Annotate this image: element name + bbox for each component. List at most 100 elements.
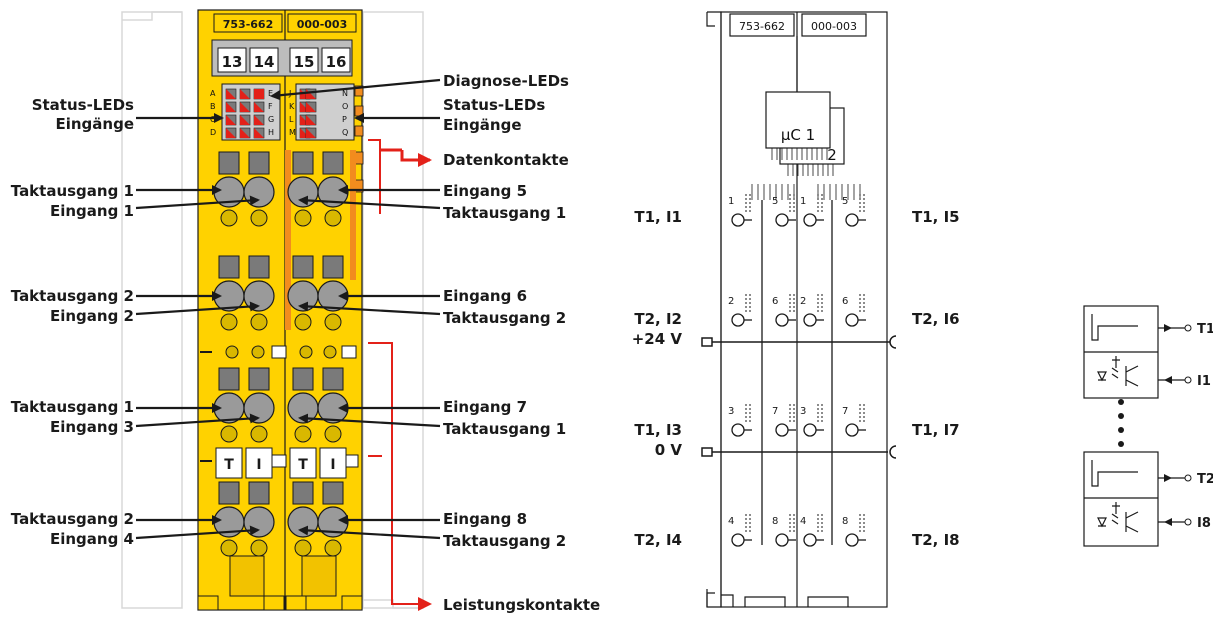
schematic-header-right: 000-003 bbox=[811, 20, 857, 33]
mcu-2-label: 2 bbox=[827, 146, 837, 164]
svg-text:I8: I8 bbox=[1197, 516, 1211, 531]
pin-number: 4 bbox=[800, 516, 806, 527]
pin-number: 7 bbox=[772, 406, 778, 417]
power-jumper-row bbox=[200, 345, 357, 359]
status-led bbox=[225, 101, 237, 113]
svg-text:M: M bbox=[289, 128, 296, 137]
svg-text:Taktausgang 1: Taktausgang 1 bbox=[443, 420, 566, 438]
microcontroller-block: µC 1 2 bbox=[765, 36, 845, 176]
svg-text:Eingang 7: Eingang 7 bbox=[443, 398, 527, 416]
svg-text:T1, I7: T1, I7 bbox=[912, 421, 960, 439]
svg-text:Eingang 5: Eingang 5 bbox=[443, 182, 527, 200]
labels-left: Status-LEDs Eingänge Taktausgang 1 Einga… bbox=[11, 96, 134, 548]
pin-number: 8 bbox=[772, 516, 778, 527]
status-led bbox=[305, 88, 317, 100]
callout-arrow bbox=[298, 413, 441, 428]
svg-text:P: P bbox=[342, 115, 347, 124]
svg-text:Taktausgang 2: Taktausgang 2 bbox=[11, 510, 134, 528]
svg-text:H: H bbox=[268, 128, 274, 137]
marker-row: T I T I bbox=[200, 447, 359, 479]
spring-clamp-terminal bbox=[213, 151, 245, 227]
svg-text:Eingang 4: Eingang 4 bbox=[50, 530, 134, 548]
svg-text:F: F bbox=[268, 102, 273, 111]
svg-text:T2, I2: T2, I2 bbox=[634, 310, 682, 328]
schematic-terminal: 1 bbox=[728, 194, 752, 227]
svg-text:T2: T2 bbox=[1197, 472, 1213, 487]
svg-text:T1, I3: T1, I3 bbox=[634, 421, 682, 439]
schematic-terminal: 2 bbox=[728, 294, 752, 327]
svg-text:C: C bbox=[210, 115, 216, 124]
module-physical: 753-662 000-003 13 14 15 16 A B C D E F … bbox=[11, 9, 600, 614]
schematic-terminal: 5 bbox=[842, 194, 866, 227]
spring-clamp-terminal bbox=[287, 255, 319, 331]
svg-text:Eingänge: Eingänge bbox=[443, 116, 522, 134]
schematic-terminal: 3 bbox=[728, 404, 752, 437]
svg-text:I: I bbox=[330, 457, 335, 473]
svg-text:Taktausgang 2: Taktausgang 2 bbox=[443, 532, 566, 550]
svg-text:B: B bbox=[210, 102, 216, 111]
spring-clamp-terminal bbox=[317, 367, 349, 443]
spring-clamp-terminal bbox=[213, 367, 245, 443]
schematic-terminal: 2 bbox=[800, 294, 824, 327]
status-led bbox=[239, 127, 251, 139]
svg-text:T1, I5: T1, I5 bbox=[912, 208, 960, 226]
equivalent-circuit bbox=[1083, 305, 1186, 547]
label-status-leds-left: Status-LEDs bbox=[32, 96, 134, 114]
schematic-terminal: 6 bbox=[772, 294, 796, 327]
spring-clamp-terminal bbox=[317, 255, 349, 331]
callout-arrow bbox=[298, 195, 441, 210]
schematic-labels: T1, I1 T2, I2 +24 V T1, I3 0 V T2, I4 T1… bbox=[632, 208, 960, 549]
svg-text:Taktausgang 2: Taktausgang 2 bbox=[11, 287, 134, 305]
callout-arrow bbox=[298, 525, 441, 540]
power-rails bbox=[701, 335, 897, 459]
status-led bbox=[305, 127, 317, 139]
status-led bbox=[305, 114, 317, 126]
left-article-label: 753-662 bbox=[223, 18, 274, 31]
callout-arrow bbox=[298, 301, 441, 316]
schematic-terminal: 4 bbox=[728, 514, 752, 547]
status-led bbox=[225, 114, 237, 126]
pin-number: 6 bbox=[842, 296, 848, 307]
pin-number: 1 bbox=[800, 196, 806, 207]
svg-text:T1: T1 bbox=[1197, 322, 1213, 337]
status-led bbox=[305, 101, 317, 113]
terminal-number: 15 bbox=[294, 53, 315, 71]
svg-text:K: K bbox=[289, 102, 295, 111]
pin-number: 2 bbox=[728, 296, 734, 307]
svg-text:T: T bbox=[298, 457, 308, 473]
svg-text:Taktausgang 1: Taktausgang 1 bbox=[443, 204, 566, 222]
pin-number: 7 bbox=[842, 406, 848, 417]
status-led bbox=[253, 114, 265, 126]
status-led bbox=[225, 88, 237, 100]
svg-text:D: D bbox=[210, 128, 216, 137]
callout-arrow bbox=[135, 301, 260, 316]
callout-arrow bbox=[135, 413, 260, 428]
svg-text:T2, I8: T2, I8 bbox=[912, 531, 960, 549]
callout-arrow bbox=[270, 78, 441, 101]
label-inputs-left: Eingänge bbox=[55, 115, 134, 133]
pin-number: 2 bbox=[800, 296, 806, 307]
equivalent-connectors bbox=[1118, 324, 1192, 526]
status-led bbox=[239, 88, 251, 100]
svg-text:Taktausgang 1: Taktausgang 1 bbox=[11, 182, 134, 200]
svg-text:A: A bbox=[210, 89, 216, 98]
spring-clamp-terminal bbox=[317, 151, 349, 227]
terminal-numbers: 13 14 15 16 bbox=[211, 39, 353, 77]
label-arrows bbox=[135, 78, 441, 540]
status-led bbox=[225, 127, 237, 139]
svg-text:O: O bbox=[342, 102, 348, 111]
status-led bbox=[253, 101, 265, 113]
svg-text:0 V: 0 V bbox=[655, 441, 683, 459]
pin-number: 3 bbox=[728, 406, 734, 417]
svg-text:Taktausgang 1: Taktausgang 1 bbox=[11, 398, 134, 416]
schematic-terminal: 8 bbox=[772, 514, 796, 547]
svg-text:Eingang 1: Eingang 1 bbox=[50, 202, 134, 220]
schematic-header-left: 753-662 bbox=[739, 20, 785, 33]
pin-number: 1 bbox=[728, 196, 734, 207]
right-article-label: 000-003 bbox=[297, 18, 348, 31]
svg-text:T2, I6: T2, I6 bbox=[912, 310, 960, 328]
label-data-contacts: Datenkontakte bbox=[443, 151, 569, 169]
pin-number: 3 bbox=[800, 406, 806, 417]
svg-text:I: I bbox=[256, 457, 261, 473]
